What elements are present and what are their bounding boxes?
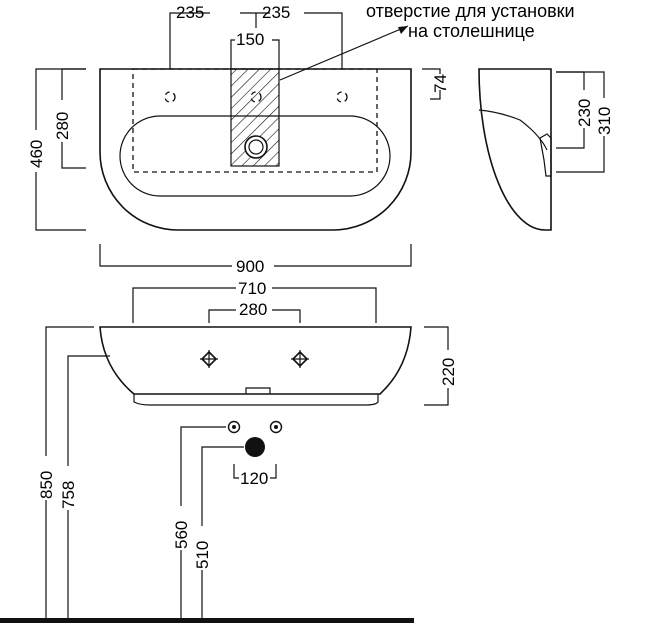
- basin-side-outline: [478, 68, 552, 231]
- dim-hatch-width: 150: [230, 30, 280, 69]
- dim-front-inner: 280: [208, 300, 301, 323]
- callout-note-line1: отверстие для установки: [366, 1, 575, 21]
- dim-floor-base-label: 758: [59, 481, 78, 509]
- basin-side-inner: [478, 109, 548, 151]
- tap-left-icon: [200, 350, 218, 368]
- dim-depth-cutout: 280: [53, 68, 86, 169]
- dim-tap-spacing: 235 235: [169, 3, 343, 69]
- dim-width: 900: [99, 244, 412, 276]
- tap-hole-right-icon: [336, 91, 348, 103]
- dim-front-width: 710: [132, 279, 377, 323]
- dim-side-upper-label: 230: [575, 99, 594, 127]
- tap-hole-center-icon: [250, 91, 262, 103]
- dim-depth-total: 460: [27, 68, 86, 231]
- dim-hatch-width-label: 150: [236, 30, 264, 49]
- bowl-inner-outline: [119, 115, 391, 197]
- dim-tap-right-label: 235: [262, 3, 290, 22]
- front-view: 710 280 220 120: [0, 279, 458, 623]
- basin-front-base: [133, 394, 379, 406]
- callout-note-line2: на столешнице: [408, 21, 535, 41]
- dim-floor-rim: 850: [37, 326, 94, 618]
- dim-back-offset: 74: [422, 68, 450, 100]
- dim-front-height: 220: [424, 326, 458, 406]
- floor-line: [0, 618, 414, 623]
- dim-side-upper: 230: [556, 71, 594, 149]
- dim-supply-spacing: 120: [233, 464, 277, 488]
- dim-waste-lower: 510: [193, 446, 244, 618]
- dim-waste-lower-label: 510: [193, 541, 212, 569]
- side-view: 230 310: [478, 68, 614, 231]
- dim-back-offset-label: 74: [431, 74, 450, 93]
- side-drain-fitting: [539, 133, 552, 177]
- dim-tap-left-label: 235: [176, 3, 204, 22]
- callout-arrowhead: [398, 26, 408, 34]
- waste-outlet-icon: [245, 437, 265, 457]
- dim-supply-spacing-label: 120: [240, 469, 268, 488]
- top-view: 235 235 150 отверстие для установки на с…: [27, 1, 575, 276]
- supply-valve-right-icon: [269, 420, 283, 434]
- basin-front-outline: [99, 326, 412, 395]
- tap-right-icon: [291, 350, 309, 368]
- dim-front-width-label: 710: [238, 279, 266, 298]
- dim-floor-rim-label: 850: [37, 471, 56, 499]
- dim-depth-cutout-label: 280: [53, 112, 72, 140]
- dim-width-label: 900: [236, 257, 264, 276]
- dim-depth-total-label: 460: [27, 140, 46, 168]
- dim-side-lower-label: 310: [595, 107, 614, 135]
- basin-top-outline: [99, 68, 412, 231]
- dim-floor-base: 758: [59, 355, 110, 618]
- tap-hole-left-icon: [164, 91, 176, 103]
- dim-side-lower: 310: [556, 71, 614, 173]
- front-drain-fitting: [245, 387, 271, 394]
- dim-front-inner-label: 280: [239, 300, 267, 319]
- dim-waste-upper-label: 560: [172, 521, 191, 549]
- callout-leader: [279, 25, 409, 81]
- supply-valve-left-icon: [227, 420, 241, 434]
- dim-waste-upper: 560: [172, 426, 226, 618]
- dim-front-height-label: 220: [439, 358, 458, 386]
- drain-icon: [244, 135, 268, 159]
